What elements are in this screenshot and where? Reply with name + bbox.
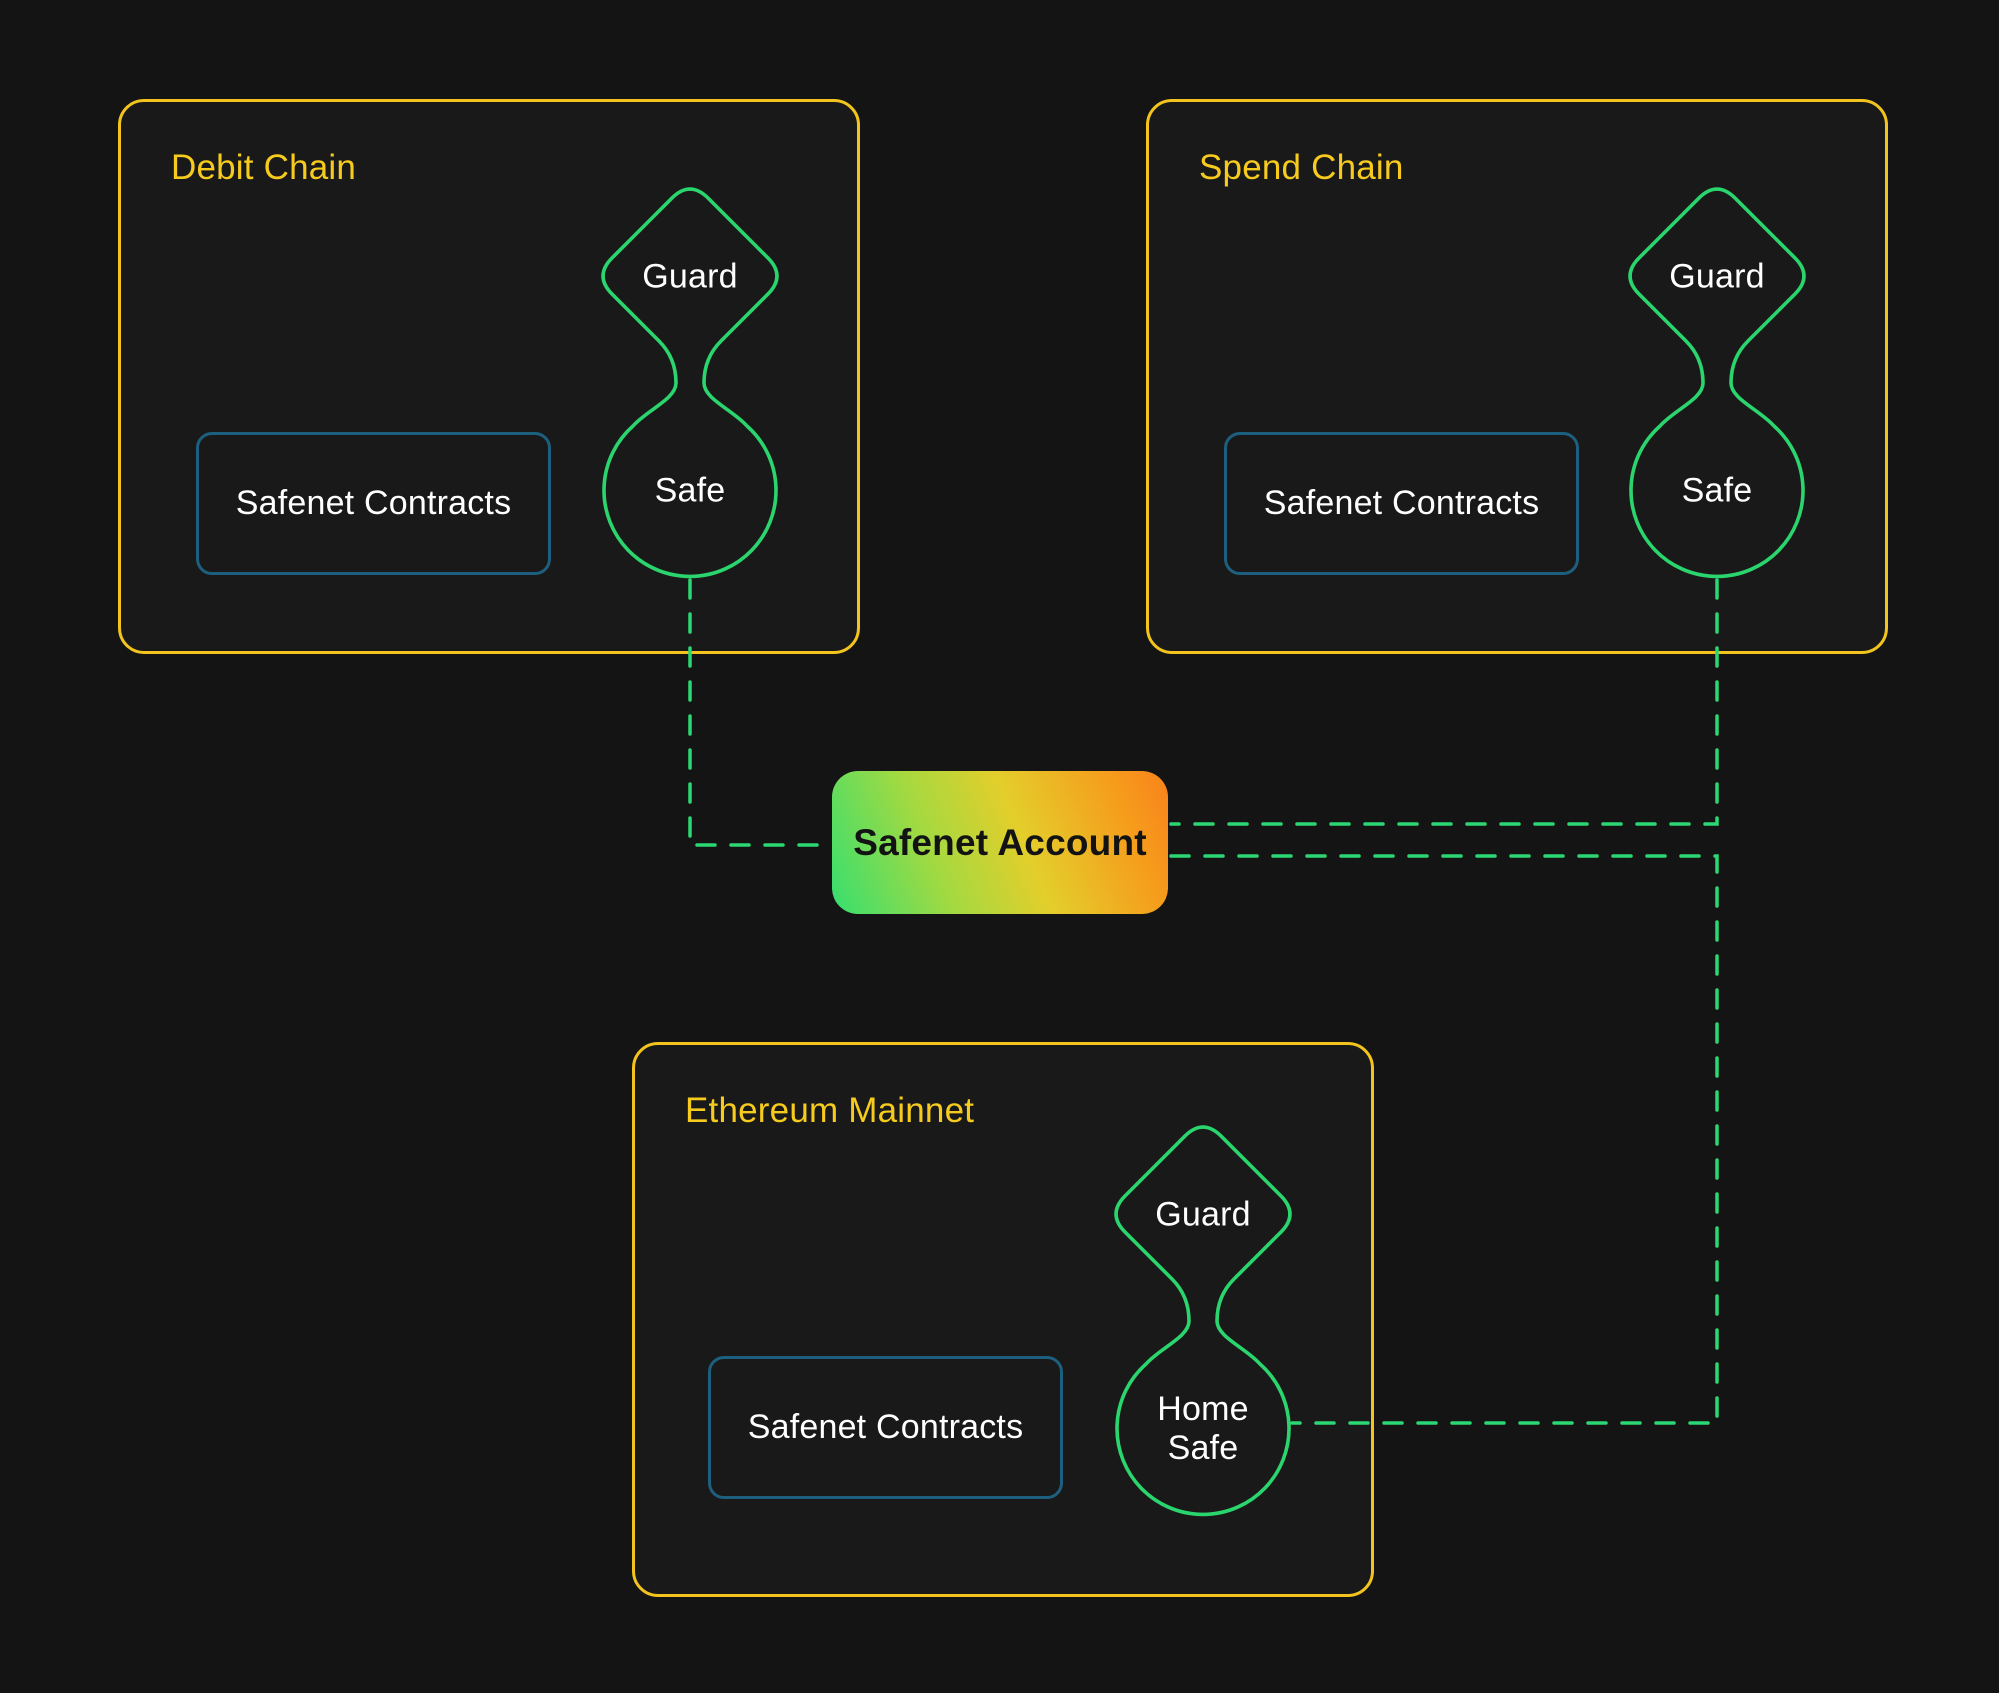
debit-chain-box: Debit Chain Safenet Contracts bbox=[118, 99, 860, 654]
spend-chain-box: Spend Chain Safenet Contracts bbox=[1146, 99, 1888, 654]
ethereum-mainnet-title: Ethereum Mainnet bbox=[685, 1091, 975, 1130]
spend-safe-label: Safe bbox=[1681, 471, 1753, 510]
mainnet-guard-label: Guard bbox=[1155, 1195, 1251, 1234]
spend-safenet-contracts-box: Safenet Contracts bbox=[1224, 432, 1579, 575]
spend-safenet-contracts-label: Safenet Contracts bbox=[1263, 484, 1540, 522]
debit-guard-label: Guard bbox=[642, 257, 738, 296]
spend-chain-title: Spend Chain bbox=[1199, 148, 1404, 187]
home-safe-line-1: Home bbox=[1157, 1389, 1249, 1428]
debit-safenet-contracts-box: Safenet Contracts bbox=[196, 432, 551, 575]
mainnet-safenet-contracts-box: Safenet Contracts bbox=[708, 1356, 1063, 1499]
mainnet-home-safe-label: Home Safe bbox=[1157, 1390, 1249, 1468]
debit-safenet-contracts-label: Safenet Contracts bbox=[235, 484, 512, 522]
home-safe-line-2: Safe bbox=[1167, 1429, 1239, 1467]
spend-guard-label: Guard bbox=[1669, 257, 1765, 296]
ethereum-mainnet-box: Ethereum Mainnet Safenet Contracts bbox=[632, 1042, 1374, 1597]
debit-chain-title: Debit Chain bbox=[171, 148, 357, 187]
mainnet-safenet-contracts-label: Safenet Contracts bbox=[747, 1408, 1024, 1446]
safenet-account-node: Safenet Account bbox=[832, 771, 1168, 914]
debit-safe-label: Safe bbox=[654, 471, 726, 510]
safenet-account-label: Safenet Account bbox=[853, 821, 1147, 863]
